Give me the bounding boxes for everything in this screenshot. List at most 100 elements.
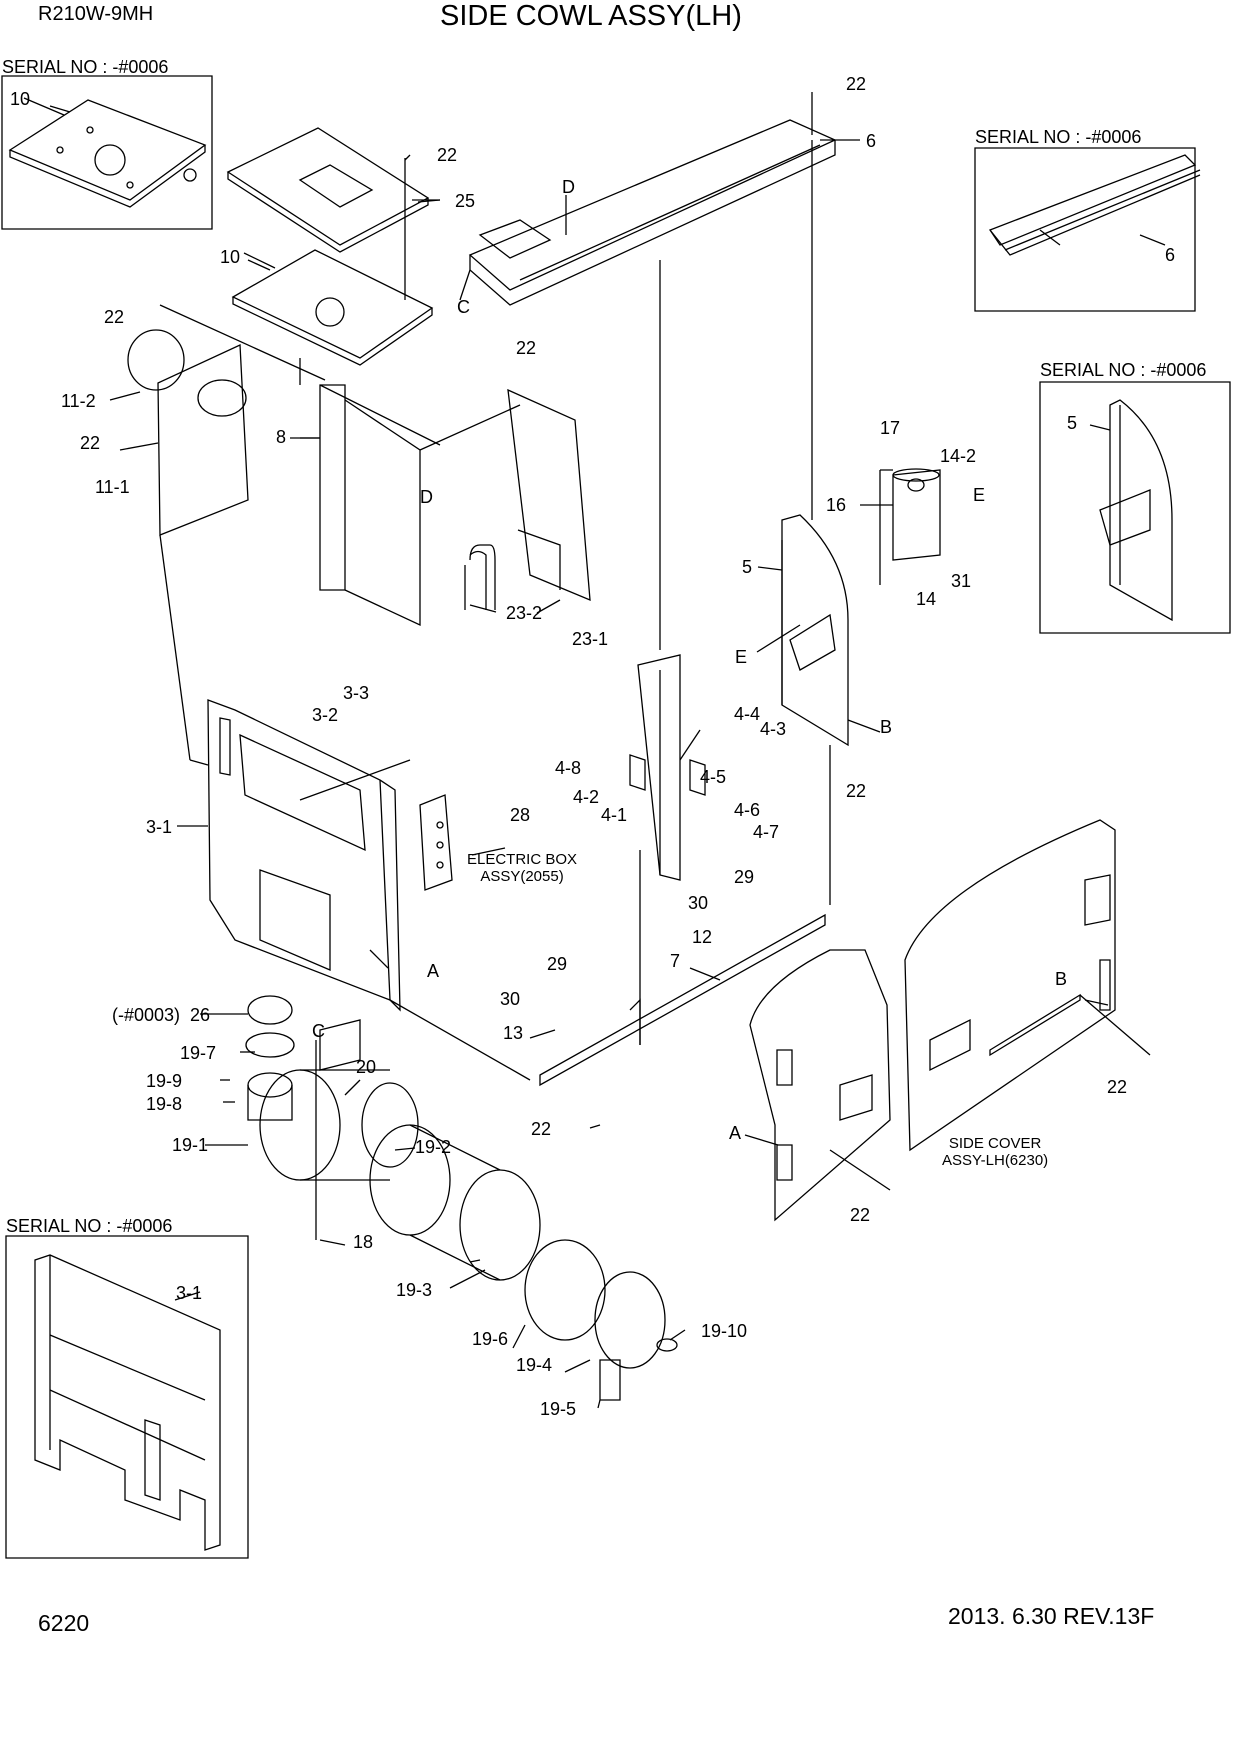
- leader-lines: [50, 106, 1110, 1408]
- panel-23-1-drawing: [470, 390, 590, 610]
- callout-label: 22: [850, 1205, 871, 1225]
- callout-label: D: [562, 177, 575, 197]
- callout-label: 8: [276, 427, 287, 447]
- frame-3-1-drawing: [190, 700, 530, 1080]
- serial-note-top-left: SERIAL NO : -#0006: [2, 57, 169, 77]
- callout-label: 30: [688, 893, 709, 913]
- electric-box-drawing: [420, 795, 452, 890]
- model-number: R210W-9MH: [38, 3, 154, 25]
- callout-label: C: [457, 297, 470, 317]
- callout-label: 22: [1107, 1077, 1128, 1097]
- callout-label: 4-1: [601, 805, 628, 825]
- callout-label: 22: [846, 74, 867, 94]
- callout-label: 4-8: [555, 758, 582, 778]
- tank-14-drawing: [880, 469, 940, 585]
- callout-label: B: [1055, 969, 1068, 989]
- callout-label: 25: [455, 191, 476, 211]
- callout-label: 4-2: [573, 787, 600, 807]
- callout-label: 6: [1165, 245, 1176, 265]
- callout-label: 5: [742, 557, 753, 577]
- callout-label: 23-2: [506, 603, 543, 623]
- callout-label: 22: [437, 145, 458, 165]
- callout-label: 4-6: [734, 800, 761, 820]
- callout-label: 10: [220, 247, 241, 267]
- frame-5-drawing: [782, 140, 848, 905]
- callout-label: 3-3: [343, 683, 370, 703]
- page-title: SIDE COWL ASSY(LH): [440, 0, 742, 32]
- callout-label: A: [729, 1123, 742, 1143]
- plate-10-inset-drawing: [10, 98, 205, 207]
- callout-label: 3-1: [146, 817, 173, 837]
- callout-label: 22: [531, 1119, 552, 1139]
- callout-label: 18: [353, 1232, 374, 1252]
- callout-label: 22: [516, 338, 537, 358]
- frame-3-1-inset-drawing: [35, 1255, 220, 1550]
- callout-label: 4-5: [700, 767, 727, 787]
- plate-25-drawing: [228, 128, 440, 300]
- callout-label: 19-10: [701, 1321, 748, 1341]
- air-cleaner-drawing: [246, 996, 677, 1400]
- callout-label: 19-5: [540, 1399, 577, 1419]
- serial-note-bottom-left: SERIAL NO : -#0006: [6, 1216, 173, 1236]
- callout-label: 19-7: [180, 1043, 217, 1063]
- callout-label: 19-2: [415, 1137, 452, 1157]
- callout-label: 4-4: [734, 704, 761, 724]
- u-bolt-23-2-drawing: [465, 552, 486, 611]
- callout-label: 28: [510, 805, 531, 825]
- callout-label: 22: [846, 781, 867, 801]
- frame-8-drawing: [300, 358, 520, 625]
- callout-label: 26: [190, 1005, 211, 1025]
- bracket-11-1-drawing: [128, 305, 325, 760]
- callout-label: 22: [80, 433, 101, 453]
- callout-label: 29: [547, 954, 568, 974]
- callout-label: 19-1: [172, 1135, 209, 1155]
- inset-box-top-right: [975, 148, 1195, 311]
- top-frame-6-inset-drawing: [990, 155, 1200, 255]
- callout-label: 14-2: [940, 446, 977, 466]
- callout-label: D: [420, 487, 433, 507]
- callout-label: 5: [1067, 413, 1078, 433]
- callout-label: 3-1: [176, 1283, 203, 1303]
- callout-label: 19-3: [396, 1280, 433, 1300]
- callout-label: E: [735, 647, 748, 667]
- callout-label: 23-1: [572, 629, 609, 649]
- callout-label: 19-9: [146, 1071, 183, 1091]
- callout-label: 3-2: [312, 705, 339, 725]
- callout-label: 19-8: [146, 1094, 183, 1114]
- inset-box-bottom-left: [6, 1236, 248, 1558]
- callout-label: 29: [734, 867, 755, 887]
- callout-label: 17: [880, 418, 901, 438]
- side-cover-drawing: [750, 820, 1150, 1220]
- callout-label: 14: [916, 589, 937, 609]
- callout-label: B: [880, 717, 893, 737]
- inset-box-right: [1040, 382, 1230, 633]
- rail-7-drawing: [540, 915, 825, 1085]
- callout-label: A: [427, 961, 440, 981]
- callout-label: 11-2: [61, 391, 96, 411]
- callout-label: (-#0003): [112, 1005, 181, 1025]
- callout-label: 10: [10, 89, 31, 109]
- callout-label: 30: [500, 989, 521, 1009]
- callout-label: 22: [104, 307, 125, 327]
- callout-label: 16: [826, 495, 847, 515]
- callout-label: 6: [866, 131, 877, 151]
- callout-label: 31: [951, 571, 972, 591]
- callout-label: 13: [503, 1023, 524, 1043]
- callout-label: 7: [670, 951, 681, 971]
- callout-label: 20: [356, 1057, 377, 1077]
- serial-note-right: SERIAL NO : -#0006: [1040, 360, 1207, 380]
- frame-5-inset-drawing: [1100, 400, 1172, 620]
- callout-label: 19-4: [516, 1355, 553, 1375]
- bracket-4-1-drawing: [630, 655, 705, 1045]
- callout-label: E: [973, 485, 986, 505]
- revision-date: 2013. 6.30 REV.13F: [948, 1603, 1155, 1629]
- callout-label: 4-7: [753, 822, 780, 842]
- top-frame-6-drawing: [460, 92, 860, 650]
- callout-label: 11-1: [95, 477, 130, 497]
- serial-note-top-right: SERIAL NO : -#0006: [975, 127, 1142, 147]
- callout-label: C: [312, 1021, 325, 1041]
